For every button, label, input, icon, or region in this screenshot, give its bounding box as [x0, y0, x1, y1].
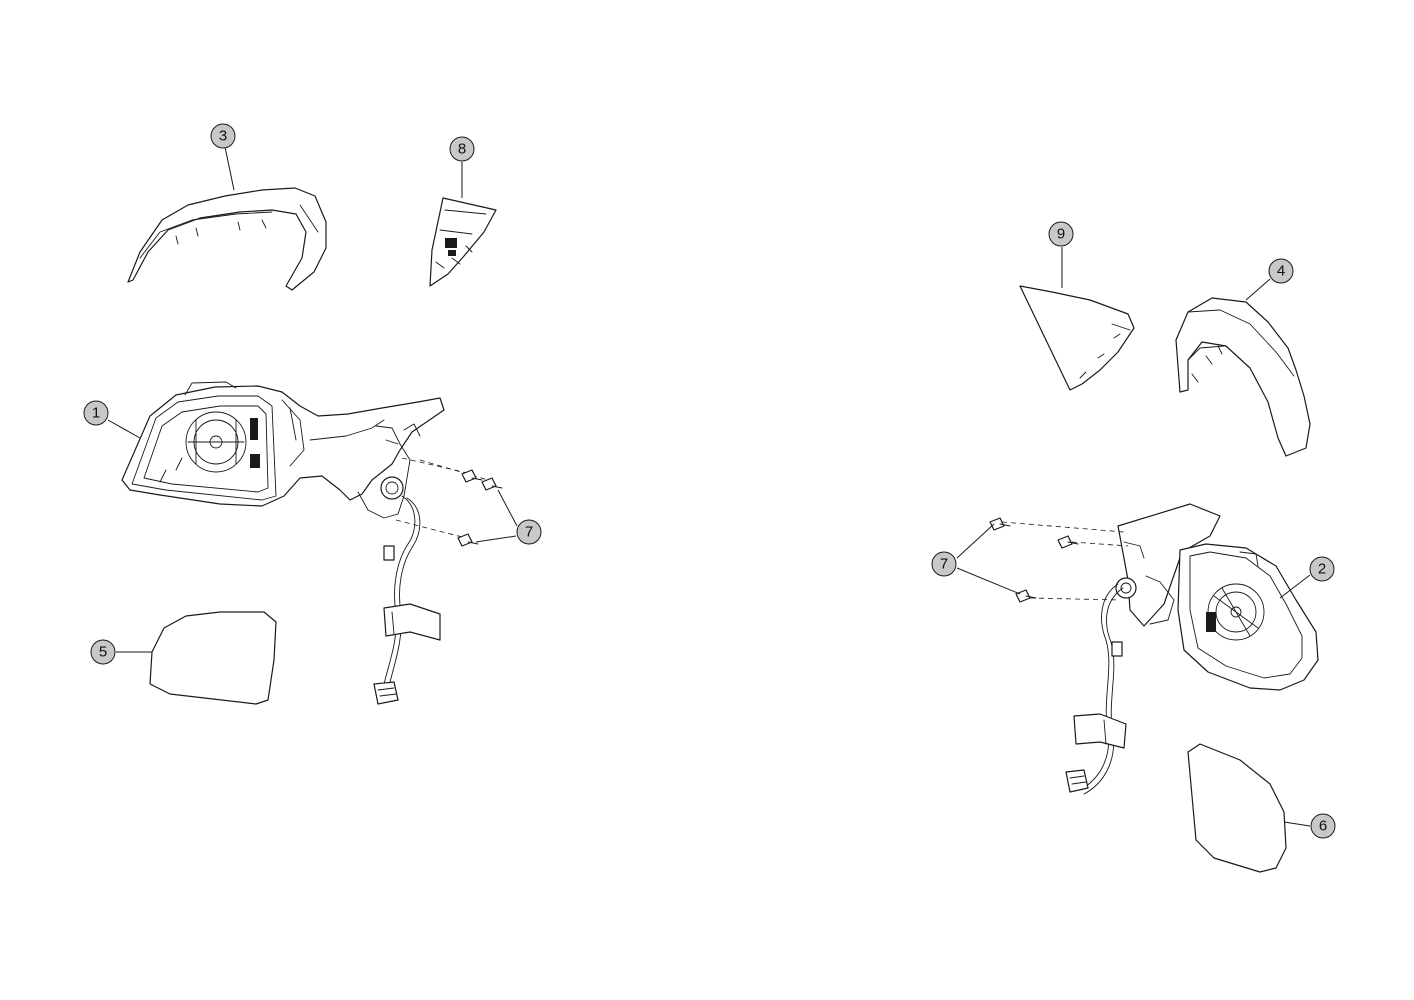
right-mirror-cap	[1175, 297, 1311, 457]
left-bolt-2	[481, 477, 503, 491]
left-mirror-cap	[127, 187, 327, 291]
callout-2: 2	[1309, 556, 1335, 582]
right-wiring-harness	[1065, 583, 1127, 795]
svg-text:3: 3	[219, 128, 227, 145]
left-bolts	[395, 457, 503, 547]
svg-text:5: 5	[99, 644, 107, 661]
right-mirror-glass	[1187, 743, 1287, 873]
svg-text:4: 4	[1277, 263, 1285, 280]
svg-text:9: 9	[1057, 226, 1065, 243]
right-triangle-trim	[1019, 285, 1135, 391]
callout-9: 9	[1048, 221, 1074, 247]
callout-7-right: 7	[931, 551, 957, 577]
svg-text:7: 7	[525, 524, 533, 541]
svg-text:6: 6	[1319, 818, 1327, 835]
svg-text:1: 1	[92, 405, 100, 422]
callout-7-left: 7	[516, 519, 542, 545]
callout-1: 1	[83, 400, 109, 426]
leader-lines	[107, 146, 1311, 827]
callout-4: 4	[1268, 258, 1294, 284]
callout-8: 8	[449, 136, 475, 162]
right-bolt-1	[989, 517, 1011, 531]
left-mirror-assembly	[121, 381, 445, 519]
svg-text:8: 8	[458, 141, 466, 158]
callout-5: 5	[90, 639, 116, 665]
left-bolt-3	[457, 533, 479, 547]
left-mirror-glass	[149, 611, 277, 705]
right-bolt-2	[1057, 535, 1079, 549]
callout-3: 3	[210, 123, 236, 149]
left-triangle-trim	[429, 197, 497, 287]
svg-text:7: 7	[940, 556, 948, 573]
left-bolt-1	[461, 469, 483, 483]
left-wiring-harness	[373, 495, 441, 705]
right-bolts	[989, 517, 1129, 603]
svg-text:2: 2	[1318, 561, 1326, 578]
right-mirror-assembly	[1115, 503, 1319, 691]
callout-6: 6	[1310, 813, 1336, 839]
right-bolt-3	[1015, 589, 1037, 603]
